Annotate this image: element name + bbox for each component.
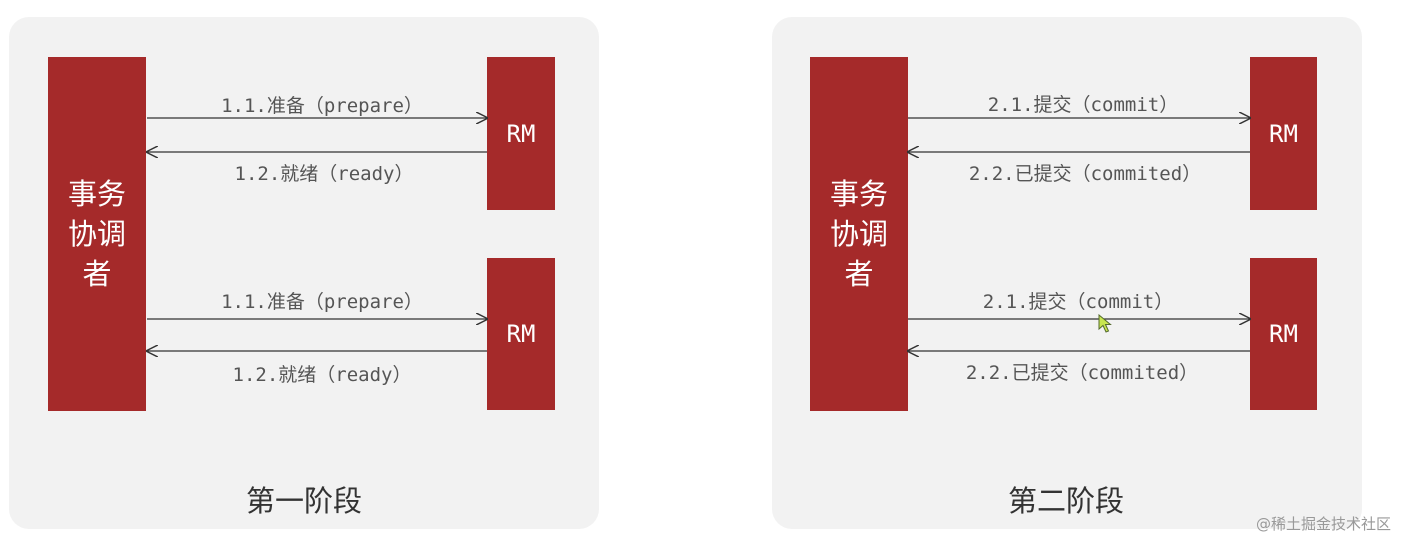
phase2-title: 第二阶段: [1007, 484, 1125, 518]
phase1-coordinator-box: 事务协调者: [48, 57, 146, 411]
phase2-bottom-response-label: 2.2.已提交（commited）: [965, 362, 1199, 384]
phase2-top-request-label: 2.1.提交（commit）: [987, 94, 1179, 116]
phase2-rm-bottom: RM: [1250, 258, 1317, 410]
phase1-top-request-label: 1.1.准备（prepare）: [221, 95, 423, 117]
phase2-top-response-label: 2.2.已提交（commited）: [968, 163, 1202, 185]
phase2-rm-top: RM: [1250, 57, 1317, 210]
phase1-top-response-label: 1.2.就绪（ready）: [234, 163, 414, 185]
phase2-coordinator-box: 事务协调者: [810, 57, 908, 411]
watermark: @稀土掘金技术社区: [1255, 515, 1391, 533]
phase1-rm-bottom: RM: [487, 258, 555, 410]
mouse-cursor-icon: [1098, 314, 1112, 333]
phase1-rm-top: RM: [487, 57, 555, 210]
phase1-title: 第一阶段: [245, 484, 363, 518]
phase1-bottom-request-label: 1.1.准备（prepare）: [221, 291, 423, 313]
phase2-bottom-request-label: 2.1.提交（commit）: [982, 291, 1174, 313]
phase1-bottom-response-label: 1.2.就绪（ready）: [232, 364, 412, 386]
